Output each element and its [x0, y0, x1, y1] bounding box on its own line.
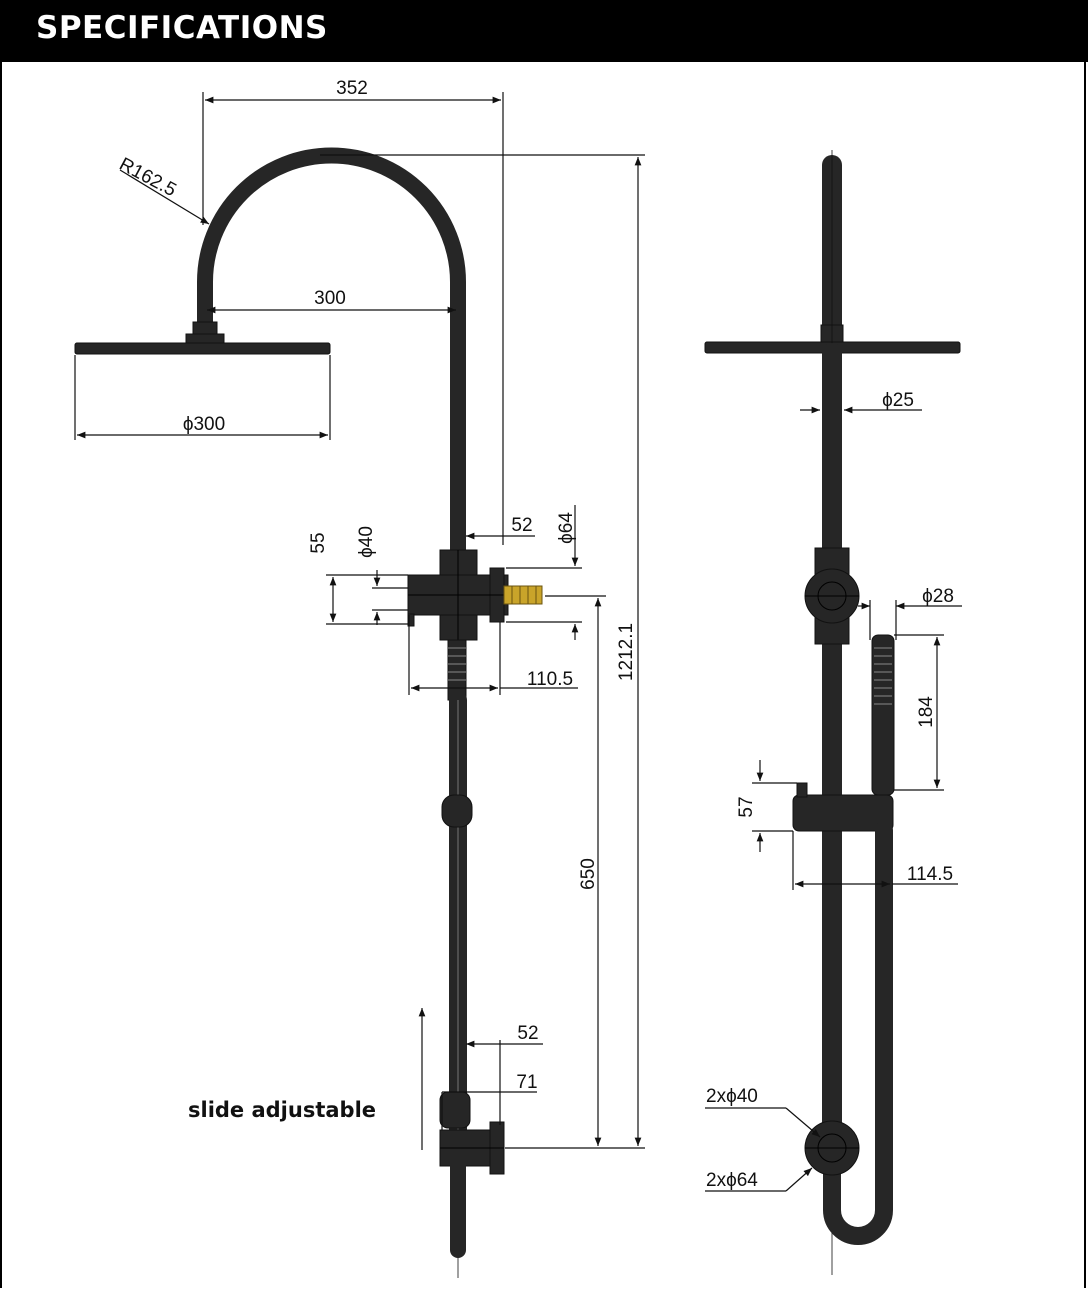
dim-top-width: 352 — [336, 78, 368, 99]
dim-head-diameter: ϕ300 — [183, 414, 225, 435]
gooseneck-arm — [197, 147, 466, 563]
dim-handpiece-length: 184 — [916, 696, 937, 728]
side-view: ϕ25 ϕ28 184 57 114.5 2xϕ40 2xϕ64 — [704, 150, 962, 1275]
dim-bracket-height: 57 — [736, 796, 757, 817]
dim-fixing-outer: 2xϕ64 — [706, 1170, 758, 1191]
slide-bracket — [439, 1091, 471, 1129]
side-slide-bracket — [792, 794, 894, 832]
page-title: SPECIFICATIONS — [36, 10, 328, 46]
dim-fixing-inner: 2xϕ40 — [706, 1086, 758, 1107]
header-bar: SPECIFICATIONS — [0, 0, 1088, 62]
mixer-tab — [407, 613, 415, 627]
dim-outlet-height: 650 — [578, 858, 599, 890]
dim-bracket-projection: 114.5 — [907, 864, 953, 885]
dim-slider-projection: 71 — [516, 1072, 537, 1093]
dim-mixer-offset: 52 — [511, 515, 532, 536]
dim-overall-height: 1212.1 — [616, 623, 637, 681]
dim-mixer-height: 55 — [308, 532, 329, 553]
dim-arm-reach: 300 — [314, 288, 346, 309]
dim-mixer-projection: 110.5 — [527, 669, 573, 690]
dim-arc-radius: R162.5 — [116, 154, 180, 201]
dim-mixer-body: ϕ40 — [356, 526, 377, 558]
rail-collar — [441, 794, 473, 828]
drawing-frame — [0, 62, 1086, 1288]
brass-fitting — [503, 585, 543, 605]
front-view: 352 R162.5 300 ϕ300 1212.1 650 52 ϕ64 — [74, 78, 645, 1278]
dim-rail-diameter: ϕ25 — [882, 390, 914, 411]
hand-shower — [871, 634, 895, 796]
grip-section — [447, 639, 467, 701]
shower-head — [74, 342, 331, 355]
dim-mixer-flange: ϕ64 — [556, 512, 577, 544]
dim-handpiece-diameter: ϕ28 — [922, 586, 954, 607]
slide-adjustable-label: slide adjustable — [188, 1098, 376, 1122]
dim-slider-offset: 52 — [517, 1023, 538, 1044]
hose-loop — [823, 821, 893, 1245]
bracket-knob — [796, 782, 808, 798]
head-connector — [192, 321, 218, 335]
